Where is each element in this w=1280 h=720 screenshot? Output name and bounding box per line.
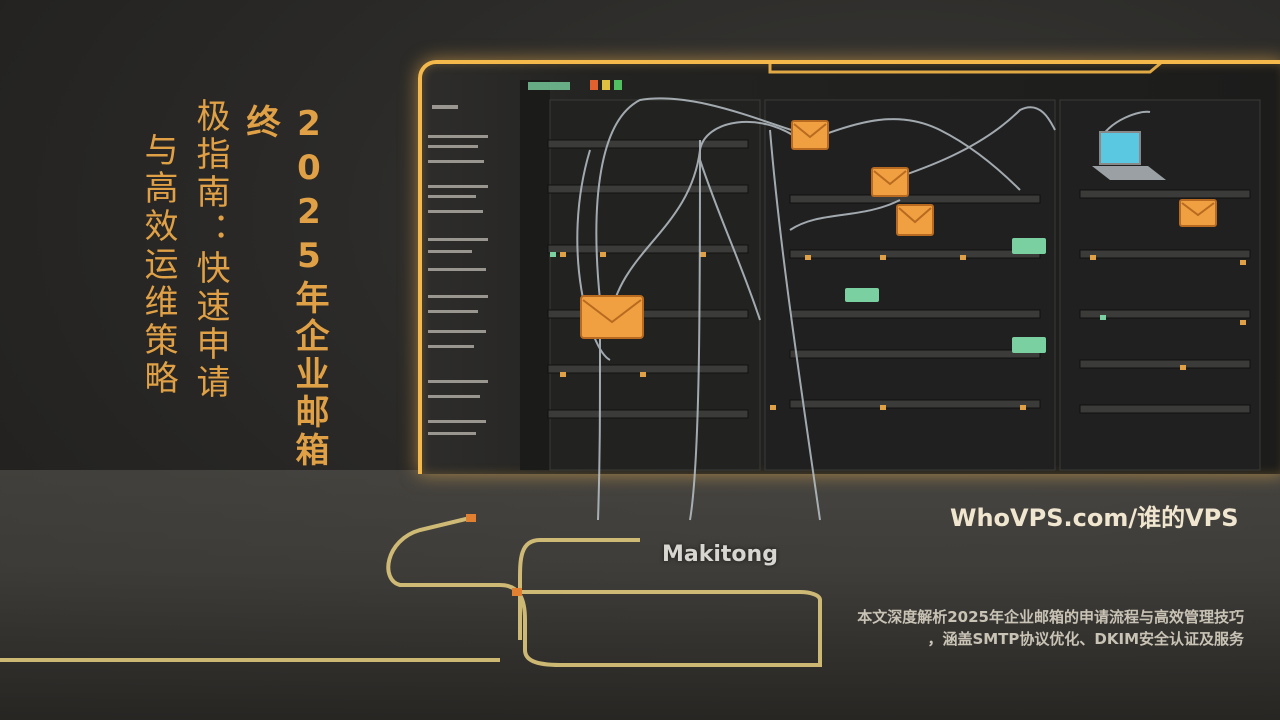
envelope-icon [896,204,934,236]
envelope-icon [791,120,829,150]
envelope-icon [1179,199,1217,227]
laptop-icon [1092,131,1166,180]
description-line-1: 本文深度解析2025年企业邮箱的申请流程与高效管理技巧 [857,608,1244,626]
brand-text: WhoVPS.com/谁的VPS [950,504,1239,532]
floor-reflection [0,470,1280,720]
title-column-1: 2025年企业邮箱终 [240,104,329,470]
title-column-2: 极指南：快速申请 [190,98,230,402]
description-line-2: ，涵盖SMTP协议优化、DKIM安全认证及服务 [927,630,1244,648]
description: 本文深度解析2025年企业邮箱的申请流程与高效管理技巧 ，涵盖SMTP协议优化、… [724,606,1244,650]
envelope-icon [580,295,644,339]
screen-label: Makitong [662,542,778,567]
title-column-3: 与高效运维策略 [138,132,178,398]
envelope-icon [871,167,909,197]
